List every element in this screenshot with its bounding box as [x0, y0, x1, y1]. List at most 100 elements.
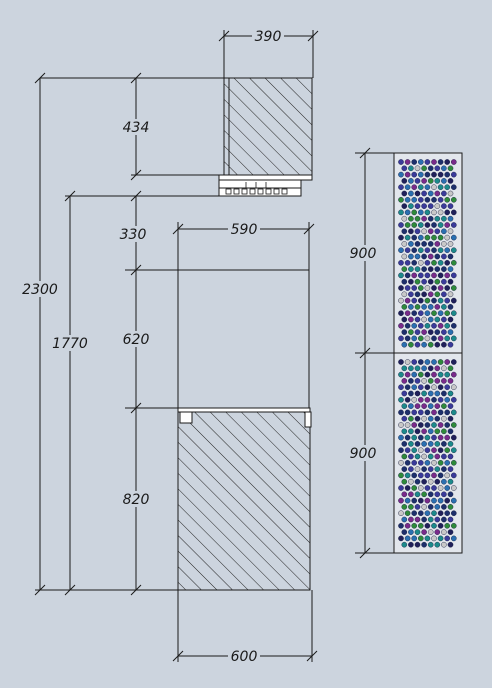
perforation-hole — [401, 291, 408, 298]
perforation-hole — [431, 409, 437, 416]
perforation-hole — [447, 190, 454, 197]
perforation-hole — [398, 459, 404, 466]
perforation-hole — [444, 272, 451, 279]
perforation-hole — [441, 478, 447, 485]
perforation-hole — [427, 329, 434, 335]
perforation-hole — [434, 441, 441, 447]
perforation-hole — [447, 466, 454, 472]
perforation-hole — [441, 428, 447, 435]
perforation-hole — [411, 523, 418, 529]
perforation-hole — [398, 297, 404, 304]
dim-upper-cabinet-height: 434 — [123, 120, 150, 136]
dim-total-height: 2300 — [22, 282, 58, 298]
perforation-hole — [450, 523, 457, 529]
perforation-hole — [417, 384, 424, 391]
perforation-hole — [408, 329, 414, 335]
perforation-hole — [408, 529, 414, 535]
perforation-hole — [450, 171, 457, 178]
perforation-hole — [441, 516, 447, 523]
perforation-hole — [401, 228, 408, 235]
perforation-hole — [447, 491, 454, 498]
perforation-hole — [427, 415, 434, 422]
perforation-hole — [424, 485, 431, 491]
perforation-hole — [431, 310, 437, 317]
perforation-hole — [404, 234, 411, 241]
perforation-hole — [421, 390, 427, 397]
perforation-hole — [427, 441, 434, 447]
perforation-hole — [427, 541, 434, 548]
perforation-hole — [408, 491, 414, 498]
perforation-hole — [411, 247, 418, 253]
perforation-hole — [424, 409, 431, 416]
perforation-hole — [404, 485, 411, 491]
perforation-hole — [421, 190, 427, 197]
perforation-hole — [414, 466, 421, 472]
perforation-hole — [424, 384, 431, 391]
perforation-hole — [401, 516, 408, 523]
perforation-hole — [441, 253, 447, 260]
perforation-hole — [437, 159, 444, 165]
perforation-hole — [437, 472, 444, 479]
perforation-hole — [408, 390, 414, 397]
perforation-hole — [444, 310, 451, 317]
perforation-hole — [431, 234, 437, 241]
perforation-hole — [447, 390, 454, 397]
perforation-hole — [408, 541, 414, 548]
perforation-hole — [411, 209, 418, 216]
dimension-labels: 390 434 2300 1770 330 590 620 820 600 90… — [20, 28, 379, 665]
perforation-hole — [427, 466, 434, 472]
perforation-hole — [408, 215, 414, 222]
perforation-hole — [414, 203, 421, 209]
perforation-hole — [414, 165, 421, 172]
perforation-hole — [401, 466, 408, 472]
perforation-hole — [408, 203, 414, 209]
perforation-hole — [450, 196, 457, 203]
perforation-hole — [427, 390, 434, 397]
perforation-hole — [421, 241, 427, 247]
perforation-hole — [398, 335, 404, 342]
perforation-hole — [431, 272, 437, 279]
perforation-hole — [444, 297, 451, 304]
perforation-hole — [434, 304, 441, 310]
perforation-hole — [417, 335, 424, 342]
perforation-hole — [411, 196, 418, 203]
perforation-hole — [401, 241, 408, 247]
perforation-hole — [421, 228, 427, 235]
perforation-hole — [450, 384, 457, 391]
perforation-hole — [437, 371, 444, 378]
perforation-hole — [411, 359, 418, 365]
perforation-hole — [450, 396, 457, 403]
perforation-hole — [431, 396, 437, 403]
perforation-hole — [414, 478, 421, 485]
perforation-hole — [424, 310, 431, 317]
perforation-hole — [401, 165, 408, 172]
perforation-hole — [417, 297, 424, 304]
perforation-hole — [398, 247, 404, 253]
perforation-hole — [427, 241, 434, 247]
perforation-hole — [441, 329, 447, 335]
perforation-hole — [427, 253, 434, 260]
perforation-hole — [398, 535, 404, 542]
perforation-hole — [414, 529, 421, 535]
perforation-hole — [401, 316, 408, 323]
perforation-hole — [424, 335, 431, 342]
perforation-hole — [414, 241, 421, 247]
perforation-hole — [447, 453, 454, 460]
perforation-hole — [404, 322, 411, 329]
perforation-hole — [427, 266, 434, 272]
perforation-hole — [424, 434, 431, 441]
perforation-hole — [414, 304, 421, 310]
perforation-hole — [437, 297, 444, 304]
dim-bottom-width: 600 — [231, 649, 258, 665]
perforation-hole — [424, 523, 431, 529]
perforation-hole — [404, 434, 411, 441]
perforation-hole — [404, 310, 411, 317]
perforation-hole — [421, 491, 427, 498]
perforation-hole — [431, 322, 437, 329]
perforation-hole — [414, 415, 421, 422]
perforation-hole — [450, 322, 457, 329]
perforation-hole — [450, 184, 457, 190]
perforation-hole — [447, 478, 454, 485]
perforation-hole — [421, 253, 427, 260]
perforation-hole — [408, 453, 414, 460]
